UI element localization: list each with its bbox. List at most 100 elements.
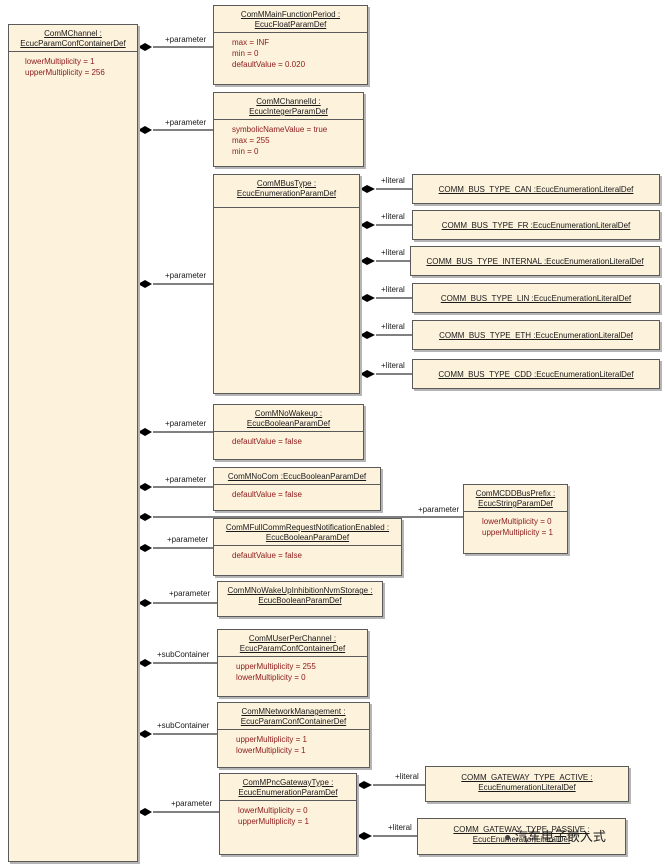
class-type: EcucStringParamDef <box>478 499 553 508</box>
attribute: upperMultiplicity = 1 <box>482 528 553 537</box>
no-com-box[interactable]: ComMNoCom :EcucBooleanParamDef defaultVa… <box>213 467 381 511</box>
no-wakeup-inhibition-box[interactable]: ComMNoWakeUpInhibitionNvmStorage : EcucB… <box>217 581 383 617</box>
attribute-list: upperMultiplicity = 255 lowerMultiplicit… <box>218 656 367 683</box>
class-name: ComMMainFunctionPeriod : <box>240 10 341 19</box>
class-name: ComMUserPerChannel : <box>248 634 337 643</box>
class-type: EcucFloatParamDef <box>254 20 327 29</box>
role-label: +subContainer <box>157 650 210 659</box>
role-label: +parameter <box>165 35 207 44</box>
box-header: ComMCDDBusPrefix : EcucStringParamDef <box>464 485 567 511</box>
attribute-list: symbolicNameValue = true max = 255 min =… <box>214 119 363 157</box>
no-wakeup-box[interactable]: ComMNoWakeup : EcucBooleanParamDef defau… <box>213 404 364 460</box>
literal-type: EcucEnumerationLiteralDef <box>478 783 576 792</box>
box-header: ComMBusType : EcucEnumerationParamDef <box>214 175 359 201</box>
class-type: EcucEnumerationParamDef <box>236 189 337 198</box>
bus-literal-internal[interactable]: COMM_BUS_TYPE_INTERNAL :EcucEnumerationL… <box>410 246 660 276</box>
class-name: ComMCDDBusPrefix : <box>475 489 556 498</box>
class-name: ComMFullCommRequestNotificationEnabled : <box>225 523 390 532</box>
attribute: lowerMultiplicity = 0 <box>236 673 306 682</box>
class-name: ComMBusType : <box>256 179 317 188</box>
box-header: ComMPncGatewayType : EcucEnumerationPara… <box>220 774 356 800</box>
box-header: ComMMainFunctionPeriod : EcucFloatParamD… <box>214 6 367 32</box>
bus-literal-can[interactable]: COMM_BUS_TYPE_CAN :EcucEnumerationLitera… <box>412 174 660 204</box>
role-label: +parameter <box>167 535 209 544</box>
role-label: +parameter <box>165 118 207 127</box>
attribute: lowerMultiplicity = 1 <box>25 57 95 66</box>
attribute: min = 0 <box>232 49 259 58</box>
literal-label: COMM_BUS_TYPE_CDD :EcucEnumerationLitera… <box>438 369 634 379</box>
attribute-list: defaultValue = false <box>214 484 380 500</box>
attribute-list: lowerMultiplicity = 0 upperMultiplicity … <box>220 800 356 827</box>
role-label: +parameter <box>418 505 460 514</box>
attribute: defaultValue = false <box>232 437 302 446</box>
role-label: +literal <box>388 823 412 832</box>
literal-label: COMM_BUS_TYPE_CAN :EcucEnumerationLitera… <box>438 184 634 194</box>
full-comm-request-box[interactable]: ComMFullCommRequestNotificationEnabled :… <box>213 518 402 576</box>
attribute: min = 0 <box>232 147 259 156</box>
attribute: upperMultiplicity = 255 <box>236 662 316 671</box>
bus-literal-eth[interactable]: COMM_BUS_TYPE_ETH :EcucEnumerationLitera… <box>412 320 660 350</box>
attribute: max = INF <box>232 38 270 47</box>
class-title: ComMNoCom :EcucBooleanParamDef <box>227 472 367 481</box>
class-type: EcucIntegerParamDef <box>249 107 328 116</box>
class-name: ComMPncGatewayType : <box>242 778 334 787</box>
attribute: max = 255 <box>232 136 270 145</box>
literal-name: COMM_GATEWAY_TYPE_ACTIVE : <box>461 773 593 782</box>
pnc-gateway-type-box[interactable]: ComMPncGatewayType : EcucEnumerationPara… <box>219 773 357 855</box>
role-label: +literal <box>381 176 405 185</box>
role-label: +parameter <box>165 271 207 280</box>
attribute: upperMultiplicity = 1 <box>236 735 307 744</box>
class-name: ComMChannel : <box>44 29 102 38</box>
watermark-text: 汽车电子嵌入式 <box>514 829 606 844</box>
role-label: +literal <box>395 772 419 781</box>
role-label: +parameter <box>171 799 213 808</box>
role-label: +parameter <box>165 419 207 428</box>
class-type: EcucEnumerationParamDef <box>238 788 338 797</box>
wechat-icon: ● <box>504 830 512 844</box>
box-header: ComMChannel : EcucParamConfContainerDef <box>9 25 137 51</box>
gateway-literal-active[interactable]: COMM_GATEWAY_TYPE_ACTIVE : EcucEnumerati… <box>425 766 629 802</box>
attribute-list: upperMultiplicity = 1 lowerMultiplicity … <box>218 729 369 756</box>
attribute-list: lowerMultiplicity = 1 upperMultiplicity … <box>9 51 137 78</box>
class-name: ComMNoWakeUpInhibitionNvmStorage : <box>227 586 373 595</box>
box-header: ComMFullCommRequestNotificationEnabled :… <box>214 519 401 545</box>
attribute-list: defaultValue = false <box>214 431 363 447</box>
bus-type-box[interactable]: ComMBusType : EcucEnumerationParamDef <box>213 174 360 394</box>
channel-id-box[interactable]: ComMChannelId : EcucIntegerParamDef symb… <box>213 92 364 167</box>
bus-literal-fr[interactable]: COMM_BUS_TYPE_FR :EcucEnumerationLiteral… <box>412 210 660 240</box>
literal-label: COMM_BUS_TYPE_INTERNAL :EcucEnumerationL… <box>426 256 644 266</box>
literal-name: COMM_GATEWAY_TYPE_PASSIVE : <box>453 825 590 834</box>
attribute: defaultValue = false <box>232 551 302 560</box>
box-divider <box>214 207 359 208</box>
box-header: COMM_GATEWAY_TYPE_ACTIVE : EcucEnumerati… <box>426 767 628 795</box>
box-header: ComMNetworkManagement : EcucParamConfCon… <box>218 703 369 729</box>
box-header: ComMChannelId : EcucIntegerParamDef <box>214 93 363 119</box>
bus-literal-lin[interactable]: COMM_BUS_TYPE_LIN :EcucEnumerationLitera… <box>412 283 660 313</box>
role-label: +subContainer <box>157 721 210 730</box>
literal-type: EcucEnumerationLiteralDef <box>472 835 571 844</box>
comm-channel-box[interactable]: ComMChannel : EcucParamConfContainerDef … <box>8 24 138 862</box>
attribute: upperMultiplicity = 1 <box>238 817 309 826</box>
class-type: EcucBooleanParamDef <box>265 533 350 542</box>
attribute-list: lowerMultiplicity = 0 upperMultiplicity … <box>464 511 567 538</box>
class-type: EcucBooleanParamDef <box>258 596 342 605</box>
cdd-bus-prefix-box[interactable]: ComMCDDBusPrefix : EcucStringParamDef lo… <box>463 484 568 554</box>
attribute: lowerMultiplicity = 0 <box>238 806 308 815</box>
box-header: COMM_GATEWAY_TYPE_PASSIVE : EcucEnumerat… <box>418 819 625 847</box>
role-label: +literal <box>381 248 405 257</box>
class-type: EcucParamConfContainerDef <box>239 644 346 653</box>
attribute: lowerMultiplicity = 0 <box>482 517 552 526</box>
attribute: defaultValue = 0.020 <box>232 60 306 69</box>
bus-literal-cdd[interactable]: COMM_BUS_TYPE_CDD :EcucEnumerationLitera… <box>412 359 660 389</box>
attribute: defaultValue = false <box>232 490 302 499</box>
main-function-period-box[interactable]: ComMMainFunctionPeriod : EcucFloatParamD… <box>213 5 368 85</box>
user-per-channel-box[interactable]: ComMUserPerChannel : EcucParamConfContai… <box>217 629 368 697</box>
class-name: ComMChannelId : <box>256 97 321 106</box>
attribute-list: defaultValue = false <box>214 545 401 561</box>
role-label: +parameter <box>169 589 211 598</box>
class-name: ComMNetworkManagement : <box>241 707 346 716</box>
network-management-box[interactable]: ComMNetworkManagement : EcucParamConfCon… <box>217 702 370 768</box>
class-type: EcucParamConfContainerDef <box>240 717 347 726</box>
gateway-literal-passive[interactable]: COMM_GATEWAY_TYPE_PASSIVE : EcucEnumerat… <box>417 818 626 855</box>
